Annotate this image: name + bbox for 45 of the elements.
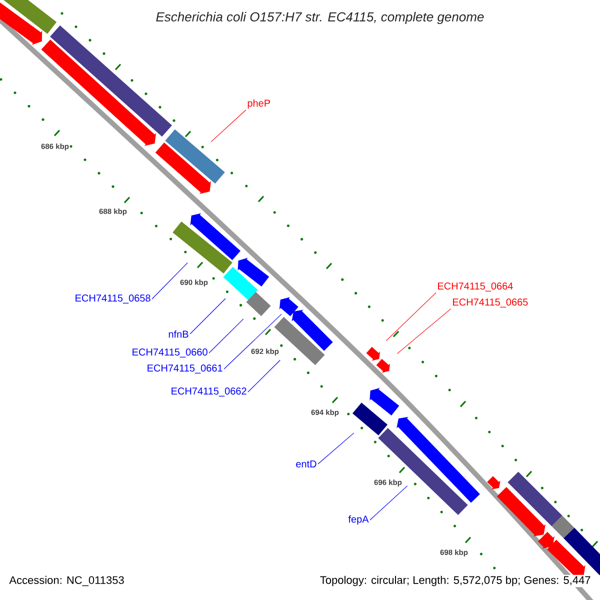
gene-feature bbox=[292, 310, 333, 351]
gene-feature bbox=[238, 258, 270, 287]
gene-feature bbox=[50, 25, 172, 137]
leader-line bbox=[386, 292, 436, 341]
gene-label: ECH74115_0662 bbox=[172, 388, 246, 396]
gene-feature bbox=[564, 528, 600, 576]
gene-feature bbox=[246, 292, 271, 316]
leader-line bbox=[152, 262, 188, 300]
gene-label: ECH74115_0665 bbox=[453, 298, 528, 308]
gene-feature bbox=[279, 297, 298, 316]
gene-feature bbox=[496, 487, 546, 536]
gene-feature bbox=[366, 346, 380, 361]
leader-line bbox=[370, 486, 408, 520]
footer-text: Topology: circular; Length: 5,572,075 bp; Genes: 5,447 bbox=[318, 574, 592, 588]
gene-feature bbox=[370, 388, 400, 416]
gene-feature bbox=[552, 516, 574, 538]
gene-feature bbox=[3, 0, 57, 34]
gene-feature bbox=[223, 266, 258, 300]
gene-feature bbox=[352, 402, 388, 436]
leader-line bbox=[318, 432, 354, 464]
gene-label: nfnB bbox=[168, 330, 188, 338]
gene-label: pheP bbox=[248, 99, 270, 109]
gene-feature bbox=[190, 213, 240, 260]
gene-feature bbox=[538, 532, 554, 548]
gene-label: ECH74115_0658 bbox=[76, 294, 150, 304]
gene-feature bbox=[487, 476, 500, 490]
leader-line bbox=[190, 298, 226, 334]
gene-label: ECH74115_0660 bbox=[132, 348, 208, 358]
gene-feature bbox=[547, 540, 586, 578]
gene-feature bbox=[172, 222, 232, 274]
leader-line bbox=[208, 318, 244, 354]
gene-label: ECH74115_0664 bbox=[438, 282, 513, 292]
gene-label: ECH74115_0661 bbox=[148, 364, 222, 374]
gene-feature bbox=[508, 472, 562, 526]
gene-feature bbox=[376, 358, 390, 373]
gene-feature bbox=[155, 142, 211, 194]
leader-line bbox=[210, 110, 246, 142]
footer-text: Accession: NC_011353 bbox=[9, 576, 124, 586]
gene-label: entD bbox=[296, 460, 316, 468]
leader-line bbox=[396, 308, 452, 354]
gene-feature bbox=[165, 129, 225, 184]
title: Escherichia coli O157:H7 str. EC4115, complete genome bbox=[156, 12, 484, 24]
gene-feature bbox=[0, 0, 42, 45]
gene-label: fepA bbox=[348, 515, 369, 525]
leader-line bbox=[224, 314, 282, 370]
